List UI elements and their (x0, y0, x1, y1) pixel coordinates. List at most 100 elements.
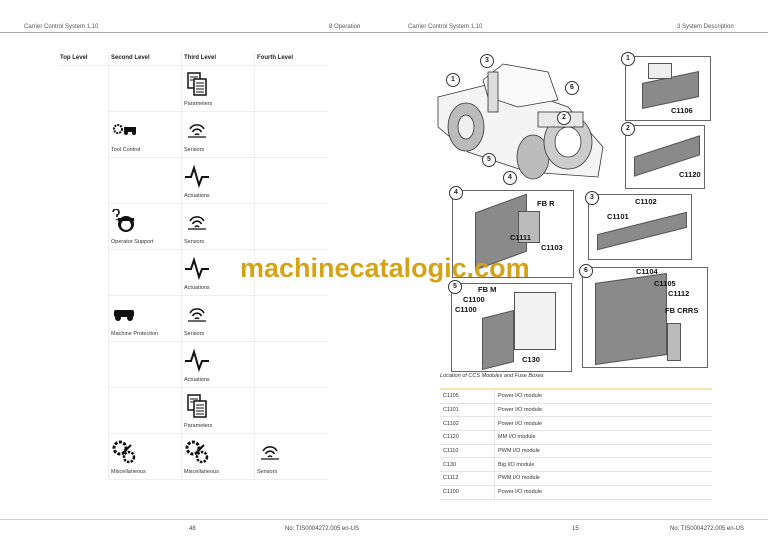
actuations-icon (184, 347, 210, 373)
watermark: machinecatalogic.com (240, 253, 530, 283)
left-header-title: Carrier Control System 1.10 (24, 24, 99, 30)
col-second-level: Second Level (111, 55, 150, 61)
label-c1104: C1104 (636, 267, 658, 276)
module-code: C1105 (440, 387, 495, 404)
sensors-icon (184, 209, 210, 235)
module-code: C130 (440, 457, 495, 473)
label-fb-m: FB M (478, 285, 497, 294)
label-c1103: C1103 (541, 243, 563, 252)
row-divider (108, 387, 328, 388)
third-level-label: Parameters (184, 101, 213, 107)
label-fb-r: FB R (537, 199, 555, 208)
module-description: Power I/O module (494, 403, 712, 418)
operator-support-icon (111, 208, 137, 235)
module-description: Power I/O module (494, 416, 712, 432)
left-header-section: 8 Operation (329, 24, 361, 30)
col-third-level: Third Level (184, 55, 217, 61)
left-page-number: 48 (189, 526, 196, 532)
col-divider (181, 52, 182, 480)
label-c1106: C1106 (671, 106, 693, 115)
right-page-number: 15 (572, 526, 579, 532)
panel-3-callout: 3 (585, 191, 599, 205)
callout-4: 4 (503, 171, 517, 185)
miscellaneous-icon (184, 439, 210, 465)
row-divider (108, 249, 328, 250)
col-divider (254, 52, 255, 480)
third-level-label: Sensors (184, 147, 205, 153)
second-level-label: Tool Control (111, 147, 141, 153)
header-row-line (60, 65, 328, 66)
sensors-icon (184, 117, 210, 143)
row-divider (108, 157, 328, 158)
callout-2: 2 (557, 111, 571, 125)
callout-6: 6 (565, 81, 579, 95)
label-c130: C130 (522, 355, 540, 364)
panel-1 (625, 56, 711, 121)
third-level-label: Actuations (184, 285, 210, 291)
panel-5 (451, 283, 572, 372)
row-divider (108, 203, 328, 204)
label-c1101: C1101 (607, 212, 629, 221)
col-top-level: Top Level (60, 55, 88, 61)
left-doc-number: No: TIS0004272.005 en-US (285, 526, 359, 532)
third-level-label: Actuations (184, 193, 210, 199)
machine-protection-icon (111, 301, 137, 327)
third-level-label: Sensors (184, 331, 205, 337)
sensors-icon (257, 439, 283, 465)
panel-6-callout: 6 (579, 264, 593, 278)
module-description: PWM I/O module (494, 471, 712, 486)
sensors-icon (184, 301, 210, 327)
label-fb-crrs: FB CRRS (665, 306, 699, 315)
miscellaneous-icon (111, 439, 137, 465)
panel-4-callout: 4 (449, 186, 463, 200)
panel-1-callout: 1 (621, 52, 635, 66)
second-level-label: Operator Support (111, 239, 154, 245)
right-doc-number: No: TIS0004272.005 en-US (670, 526, 744, 532)
col-fourth-level: Fourth Level (257, 55, 294, 61)
col-divider (108, 52, 109, 480)
parameters-icon (184, 71, 210, 97)
callout-3: 3 (480, 54, 494, 68)
label-c1112: C1112 (668, 289, 690, 298)
third-level-label: Parameters (184, 423, 213, 429)
second-level-label: Miscellaneous (111, 469, 146, 475)
label-c1100: C1100 (463, 295, 485, 304)
label-c1105: C1105 (654, 279, 676, 288)
panel-6 (582, 267, 708, 368)
actuations-icon (184, 255, 210, 281)
module-code: C1120 (440, 430, 495, 445)
module-description: Big I/O module (494, 457, 712, 473)
right-header-section: 3 System Description (677, 24, 734, 30)
fourth-level-label: Sensors (257, 469, 278, 475)
module-description: Power I/O module (494, 387, 712, 404)
row-divider (108, 479, 328, 480)
panel-5-callout: 5 (448, 280, 462, 294)
row-divider (108, 111, 328, 112)
figure-caption: Location of CCS Modules and Fuse Boxes (440, 373, 544, 379)
callout-5: 5 (482, 153, 496, 167)
label-c1111: C1111 (510, 233, 531, 242)
label-c1120: C1120 (679, 170, 701, 179)
parameters-icon (184, 393, 210, 419)
truck-illustration (437, 63, 604, 180)
module-code: C1102 (440, 416, 495, 432)
third-level-label: Sensors (184, 239, 205, 245)
header-divider (0, 32, 768, 33)
third-level-label: Miscellaneous (184, 469, 219, 475)
callout-1: 1 (446, 73, 460, 87)
panel-3 (588, 194, 692, 260)
third-level-label: Actuations (184, 377, 210, 383)
module-description: MM I/O module (494, 430, 712, 445)
panel-2-callout: 2 (621, 122, 635, 136)
row-divider (108, 433, 328, 434)
tool-control-icon (111, 117, 137, 143)
